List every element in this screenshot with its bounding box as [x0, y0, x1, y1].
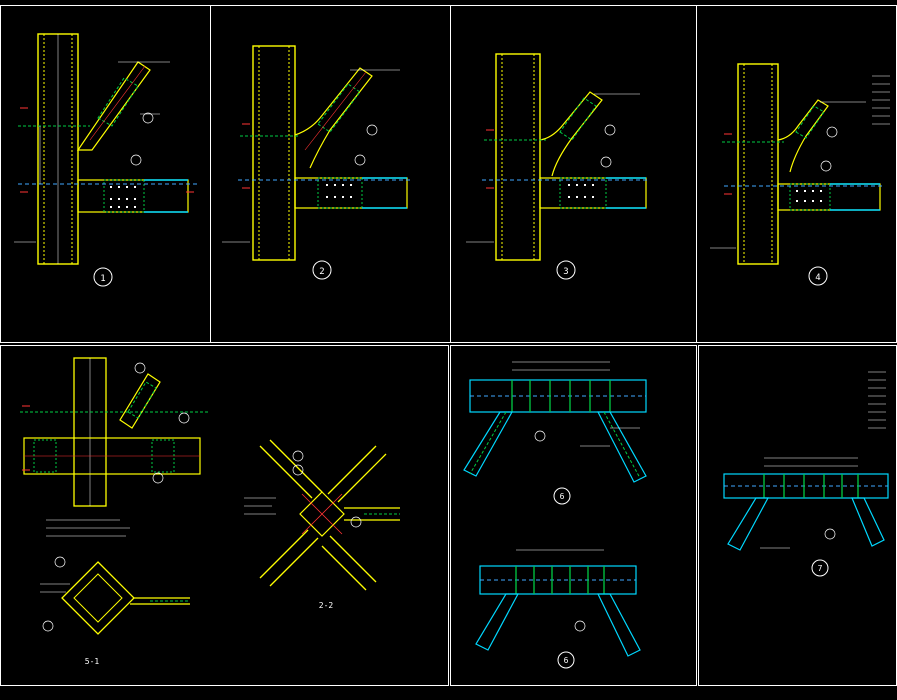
detail-4-drawing: 4	[710, 63, 890, 286]
detail-5-drawing	[20, 357, 210, 537]
frame-top-1	[0, 5, 211, 343]
detail-6-lower-number: 6	[564, 656, 569, 665]
section-2-2-drawing: 2-2	[244, 439, 400, 610]
detail-3-number: 3	[563, 267, 568, 277]
detail-1-number: 1	[100, 274, 105, 284]
detail-3-drawing: 3	[466, 53, 650, 280]
detail-6-number: 6	[560, 492, 565, 501]
detail-6-lower-number-circle	[557, 651, 575, 669]
section-5-1-drawing: 5-1	[40, 556, 190, 666]
section-2-2-label: 2-2	[319, 601, 334, 610]
sheet-frames	[0, 5, 897, 686]
detail-1-drawing: 1	[14, 33, 200, 287]
detail-2-number-circle	[312, 260, 332, 280]
frame-top-4	[696, 5, 897, 343]
detail-7-drawing: 7	[723, 371, 889, 577]
frame-top-3	[450, 5, 697, 343]
detail-2-number: 2	[319, 267, 324, 277]
detail-4-number-circle	[808, 266, 828, 286]
detail-1-number-circle	[93, 267, 113, 287]
frame-bottom-right	[698, 345, 897, 686]
frame-bottom-left	[0, 345, 449, 686]
detail-3-number-circle	[556, 260, 576, 280]
detail-2-drawing: 2	[222, 45, 412, 280]
frame-top-2	[210, 5, 451, 343]
section-5-1-label: 5-1	[85, 657, 100, 666]
detail-4-number: 4	[815, 273, 820, 283]
detail-6-number-circle	[553, 487, 571, 505]
detail-6-drawing: 6 6	[463, 361, 647, 669]
frame-bottom-mid	[450, 345, 697, 686]
detail-7-number-circle	[811, 559, 829, 577]
detail-7-number: 7	[818, 564, 823, 573]
